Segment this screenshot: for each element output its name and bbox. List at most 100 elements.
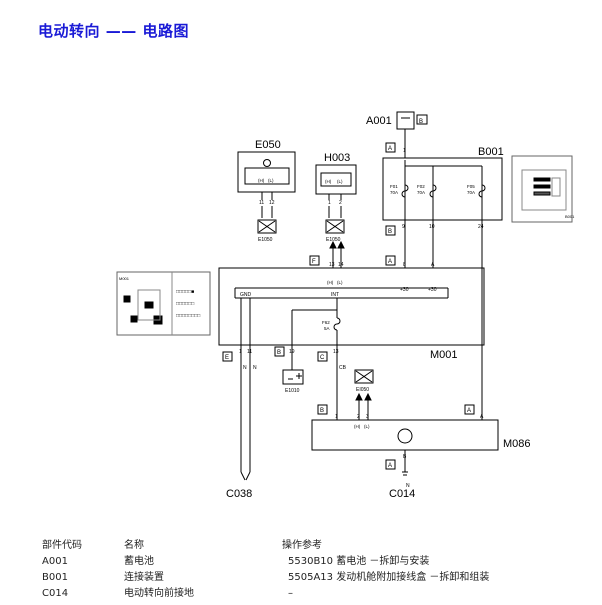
pin-label: 11 (247, 349, 252, 355)
a001-label: A001 (366, 115, 392, 127)
table-cell: 5505A13 发动机舱附加接线盒 －拆卸和组装 (288, 572, 490, 583)
pin-label: 3 (366, 414, 369, 420)
conn-a001: B (419, 119, 423, 125)
pin-label: 1 (403, 148, 406, 154)
signal-label: (H) (258, 178, 265, 183)
conn-b001-left: B (388, 229, 392, 235)
pin-label: 1 (239, 349, 242, 355)
pin-label: 12 (269, 200, 275, 206)
conn-m086-b: B (320, 408, 324, 414)
col-header: 名称 (124, 540, 144, 551)
pin-label: 13 (333, 349, 339, 355)
wire-label: N (243, 365, 247, 371)
pin-label: 2 (357, 414, 360, 420)
m086-label: M086 (503, 438, 531, 450)
int-label: INT (331, 292, 339, 298)
b001-box (382, 157, 503, 221)
conn-m001-c: C (320, 355, 325, 361)
fuse-rating: 70A (467, 190, 475, 195)
wire-label: N (406, 483, 410, 489)
conn-m001-f: F (312, 259, 316, 265)
wiring-diagram: E050 H003 A001 B001 M001 M086 C038 C014 … (116, 111, 575, 500)
a001-box (396, 111, 415, 130)
table-cell: 蓄电池 (124, 556, 154, 567)
conn-c014-a: A (388, 463, 392, 469)
signal-label: (L) (268, 178, 274, 183)
fuse-label: F62 (322, 320, 330, 325)
thumb-text: □□□□□■ (176, 289, 194, 295)
pin-label: 1 (335, 414, 338, 420)
m001-label: M001 (430, 349, 458, 361)
ei050-label: EI050 (356, 387, 369, 393)
conn-m001-b: A (388, 259, 392, 265)
e1010-label: E1010 (285, 388, 300, 394)
e1050-label-b: E1050 (326, 237, 341, 243)
wire-label: N (253, 365, 257, 371)
pin-label: A (480, 414, 484, 420)
conn-m001-b2: B (277, 350, 281, 356)
e050-symbol (263, 159, 271, 167)
table-cell: 电动转向前接地 (124, 588, 194, 599)
c014-label: C014 (389, 488, 415, 500)
conn-m001-e: E (225, 355, 229, 361)
signal-label: (H) (327, 280, 334, 285)
gnd-label: GND (240, 292, 252, 298)
pin-label: B (403, 454, 407, 460)
c038-label: C038 (226, 488, 252, 500)
fuse-rating: 70A (390, 190, 398, 195)
h003-label: H003 (324, 152, 350, 164)
pin-label: 24 (478, 224, 484, 230)
pin-label: 11 (259, 200, 264, 206)
pin-label: 2 (339, 200, 342, 206)
pin-label: 8 (403, 262, 406, 268)
e050-ground-block (257, 219, 277, 234)
plus30-label: +30 (428, 287, 437, 293)
m086-box (311, 419, 499, 451)
pin-label: 10 (429, 224, 435, 230)
thumb-text: □□□□□□□□ (176, 313, 200, 319)
pin-label: 19 (289, 349, 295, 355)
e1010-block (282, 369, 304, 385)
fuse-label: F05 (467, 184, 475, 189)
signal-label: (H) (354, 424, 361, 429)
e050-box (237, 151, 296, 193)
signal-label: (L) (337, 280, 343, 285)
page-title: 电动转向 —— 电路图 (38, 22, 189, 40)
table-cell: B001 (42, 572, 68, 583)
table-cell: – (288, 588, 293, 599)
ei050-block (354, 369, 374, 384)
fuse-rating: 5A (324, 326, 330, 331)
fuse-label: F01 (390, 184, 398, 189)
m001-box (218, 267, 485, 346)
signal-label: (L) (337, 179, 343, 184)
b001-label: B001 (478, 146, 504, 158)
table-cell: A001 (42, 556, 68, 567)
wire-label: CB (339, 365, 347, 371)
b001-thumbnail (511, 155, 573, 223)
col-header: 部件代码 (42, 540, 82, 551)
fuse-label: F02 (417, 184, 425, 189)
h003-box (315, 164, 357, 195)
pin-label: 9 (402, 224, 405, 230)
signal-label: (L) (364, 424, 370, 429)
pin-label: A (431, 262, 435, 268)
m001-thumbnail (116, 271, 211, 336)
b001-thumb-label: B001 (565, 214, 575, 219)
pin-label: 14 (338, 262, 344, 268)
table-cell: C014 (42, 588, 69, 599)
plus30-label: +30 (400, 287, 409, 293)
m086-motor-symbol (397, 428, 413, 444)
table-cell: 连接装置 (124, 572, 164, 583)
e1050-label-a: E1050 (258, 237, 273, 243)
conn-b001-top: A (388, 146, 392, 152)
table-cell: 5530B10 蓄电池 －拆卸与安装 (288, 556, 430, 567)
e050-label: E050 (255, 139, 281, 151)
thumb-text: □□□□□□ (176, 301, 194, 307)
col-header: 操作参考 (282, 540, 322, 551)
conn-m086-a: A (467, 408, 471, 414)
fuse-rating: 70A (417, 190, 425, 195)
signal-label: (H) (325, 179, 332, 184)
m001-thumb-label: M001 (119, 276, 130, 281)
pin-label: 13 (329, 262, 335, 268)
h003-ground-block (325, 219, 345, 234)
